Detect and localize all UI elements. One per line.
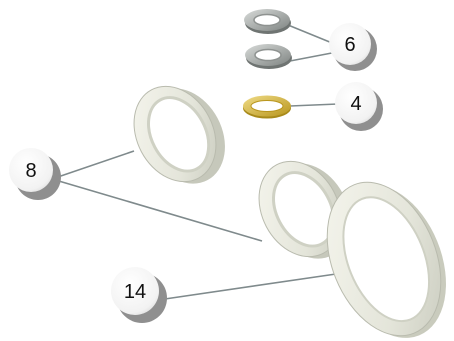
callout-8: 8 — [9, 148, 61, 200]
callout-6-label: 6 — [344, 34, 355, 56]
part-8-ring-upper — [133, 85, 225, 184]
part-6-seal-upper — [244, 9, 291, 34]
leader-lines — [51, 24, 339, 301]
part-4-brass-gasket — [243, 95, 291, 119]
callout-14-label: 14 — [124, 281, 146, 303]
callout-8-label: 8 — [25, 160, 36, 182]
leader-8-upper — [51, 150, 135, 180]
part-6-seal-lower — [245, 44, 292, 69]
leader-6-top — [287, 24, 338, 46]
leader-4 — [289, 103, 339, 107]
leader-14 — [157, 273, 337, 301]
part-14-washer — [326, 181, 446, 338]
leader-6-bottom — [289, 51, 338, 62]
callout-4: 4 — [335, 82, 383, 131]
callout-4-label: 4 — [350, 93, 361, 115]
callout-14: 14 — [111, 267, 167, 323]
leader-8-lower — [51, 178, 263, 242]
callout-6: 6 — [329, 23, 377, 71]
